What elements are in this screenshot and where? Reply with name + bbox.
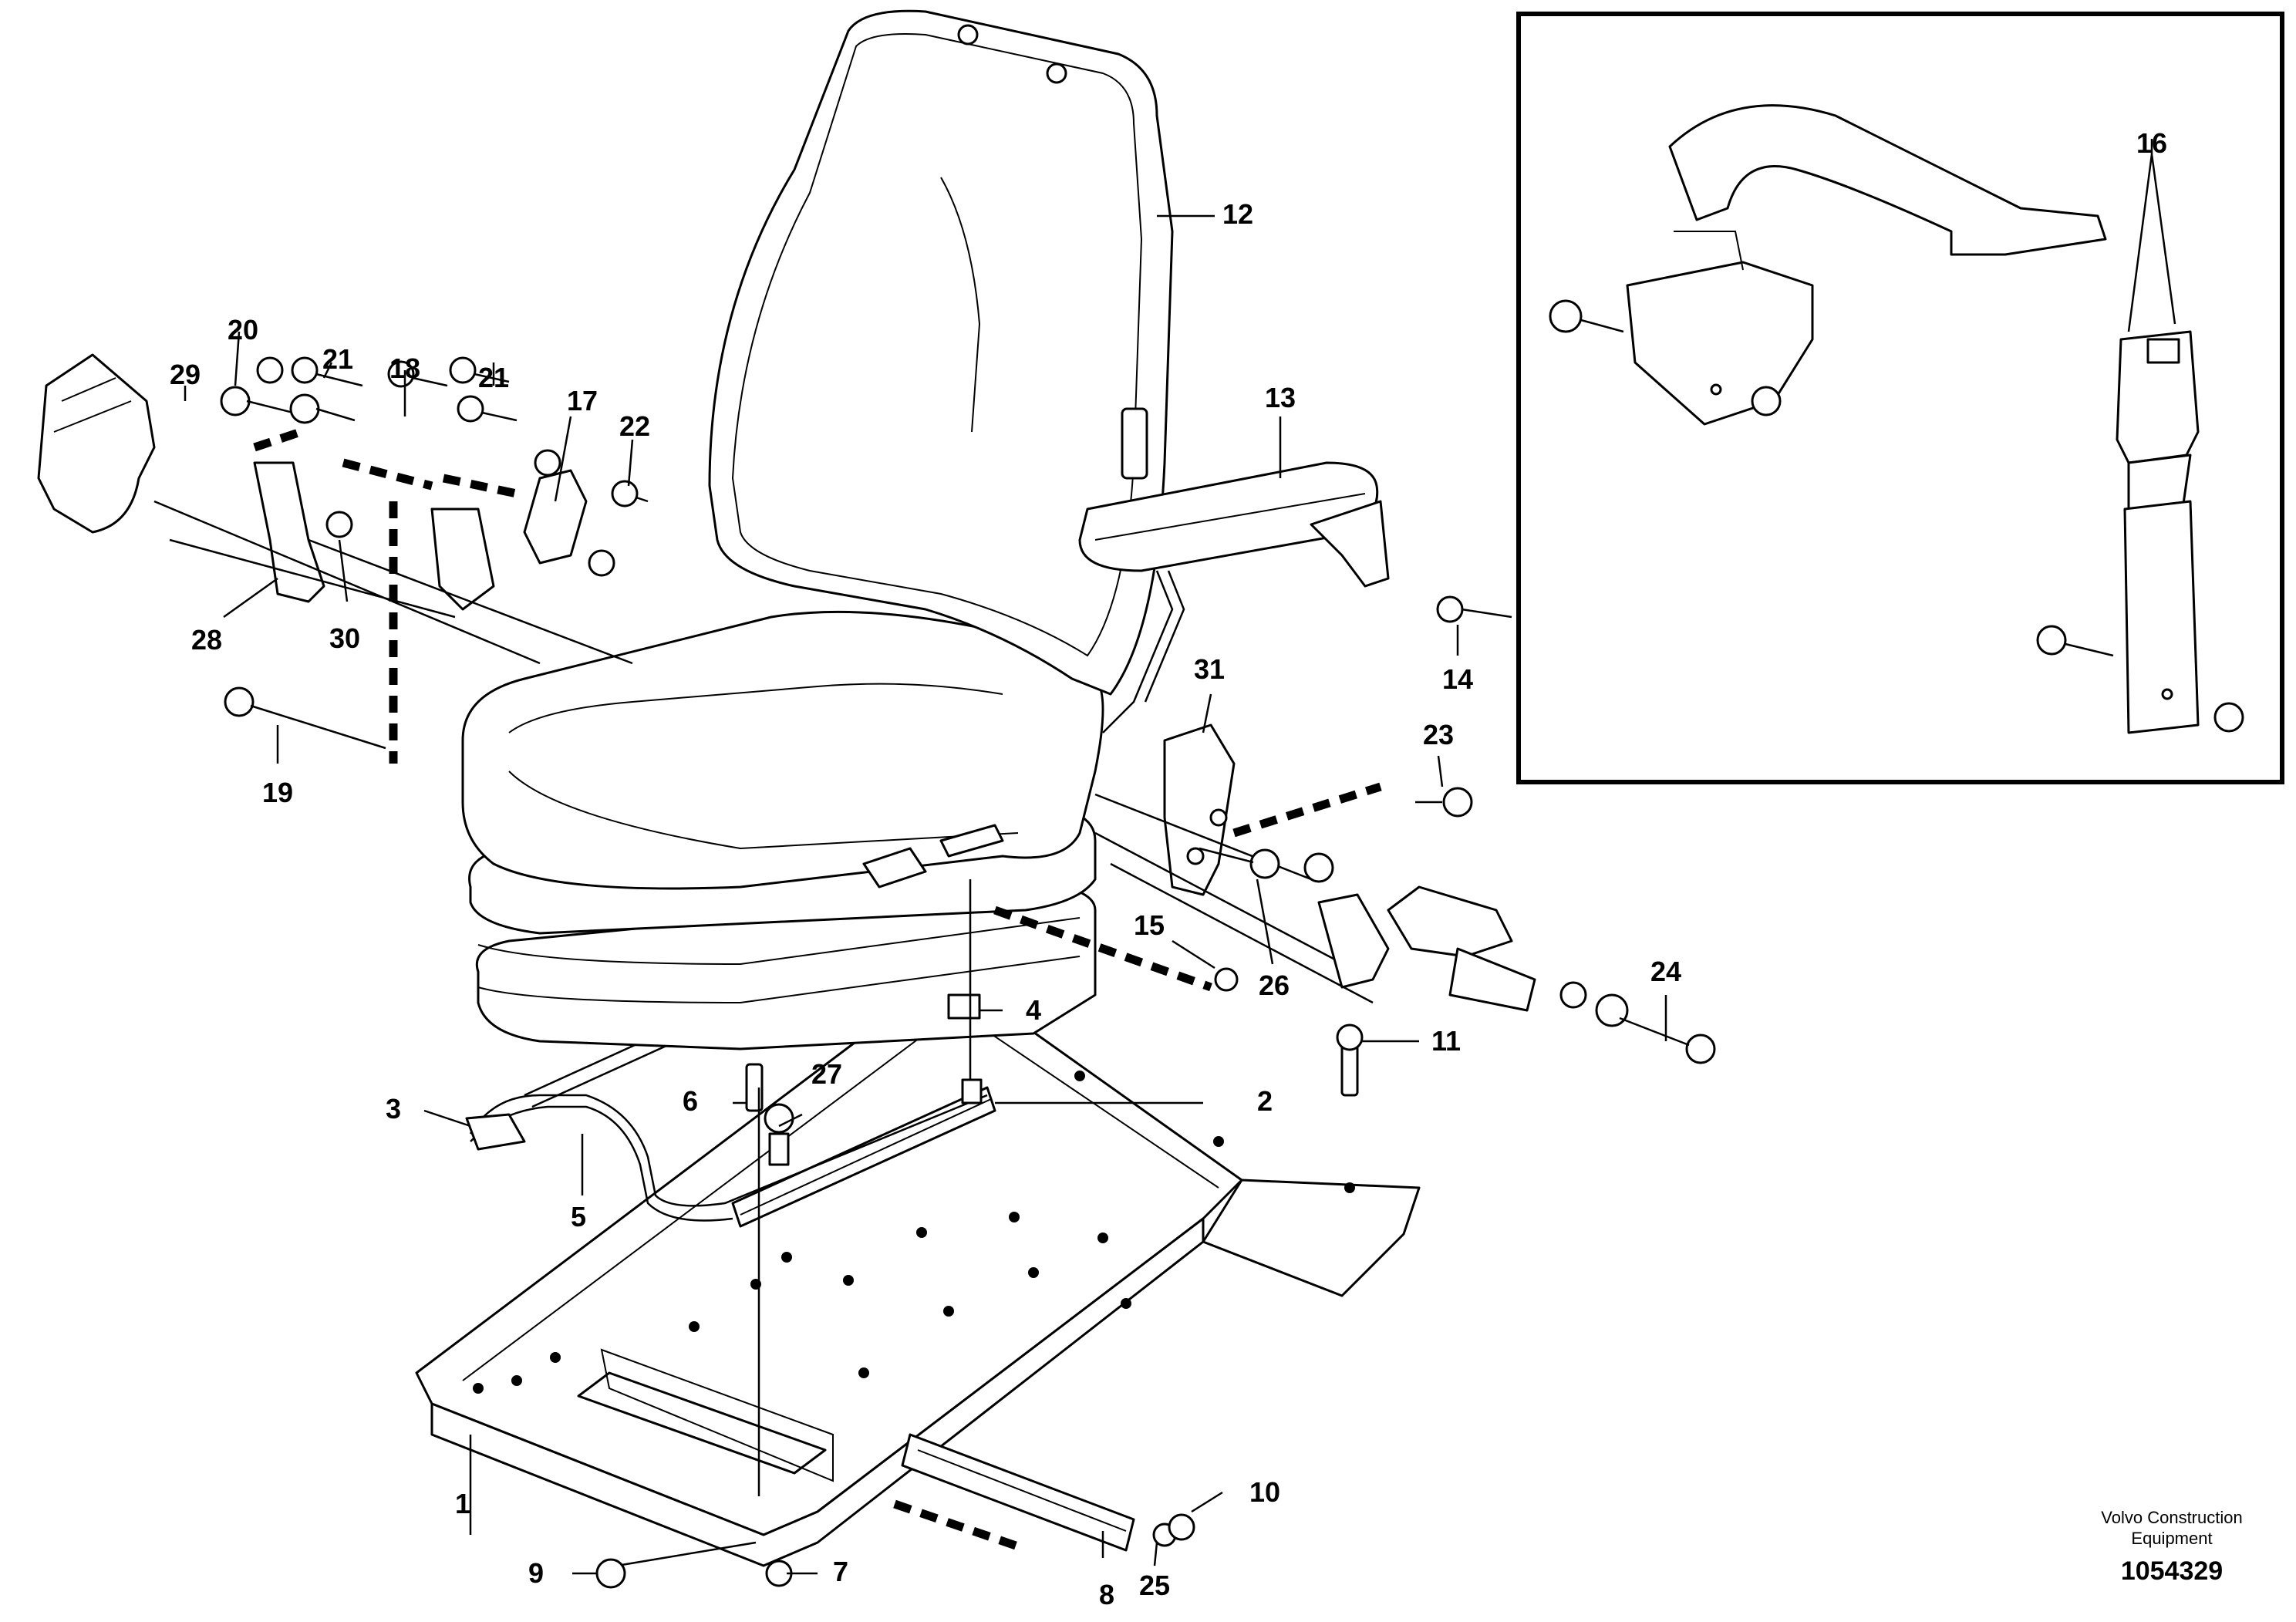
credit-line-2: Equipment [2131, 1529, 2212, 1548]
part-label-23: 23 [1423, 719, 1454, 750]
part-label-10: 10 [1249, 1476, 1280, 1508]
part-label-15: 15 [1134, 909, 1165, 941]
armrest [1078, 461, 1390, 733]
part-label-16: 16 [2136, 127, 2167, 159]
part-label-3: 3 [386, 1093, 401, 1125]
part-label-2: 2 [1257, 1085, 1273, 1117]
part-label-19: 19 [262, 777, 293, 808]
part-label-25: 25 [1139, 1570, 1170, 1601]
part-label-26: 26 [1259, 969, 1290, 1001]
part-label-8: 8 [1099, 1579, 1114, 1610]
part-label-18: 18 [389, 352, 420, 384]
part-label-9: 9 [528, 1557, 544, 1589]
inset-detail-panel [1516, 12, 2284, 784]
document-credit: Volvo Construction Equipment 1054329 [2101, 1508, 2242, 1586]
part-label-22: 22 [619, 410, 650, 442]
part-label-24: 24 [1650, 956, 1681, 987]
credit-line-1: Volvo Construction [2101, 1508, 2242, 1527]
part-label-1: 1 [455, 1488, 470, 1519]
seat-cushion [461, 610, 1104, 890]
part-label-20: 20 [228, 314, 258, 346]
part-label-17: 17 [567, 385, 598, 416]
part-labels: 1 2 3 4 5 6 7 8 9 10 11 12 13 14 15 16 1… [170, 127, 2167, 1610]
part-label-7: 7 [833, 1556, 848, 1587]
slide-rail-lower [893, 1433, 1135, 1552]
left-belt-buckle [37, 353, 156, 534]
part-label-30: 30 [329, 622, 360, 654]
seat-frame-tray [415, 970, 1421, 1567]
part-label-13: 13 [1265, 382, 1296, 413]
bolts-and-fasteners [220, 356, 1716, 1589]
part-label-4: 4 [1026, 994, 1041, 1026]
part-label-5: 5 [571, 1201, 586, 1233]
part-label-11: 11 [1431, 1025, 1461, 1057]
dashed-connector-lines [253, 427, 1382, 992]
part-label-12: 12 [1222, 198, 1253, 230]
left-mounting-brackets [153, 461, 633, 665]
part-label-14: 14 [1442, 663, 1473, 695]
part-label-31: 31 [1194, 653, 1225, 685]
part-label-21b: 21 [478, 362, 509, 393]
part-label-6: 6 [683, 1085, 698, 1117]
part-label-28: 28 [191, 624, 222, 656]
right-belt-buckle [1317, 885, 1536, 1012]
seat-rail-upper [731, 1086, 996, 1228]
backrest [708, 9, 1174, 696]
part-label-21: 21 [322, 343, 353, 375]
document-number: 1054329 [2121, 1556, 2223, 1586]
part-label-27: 27 [811, 1058, 842, 1090]
adjustment-bar [465, 1017, 988, 1222]
leader-lines [184, 139, 2153, 1575]
part-label-29: 29 [170, 359, 201, 390]
